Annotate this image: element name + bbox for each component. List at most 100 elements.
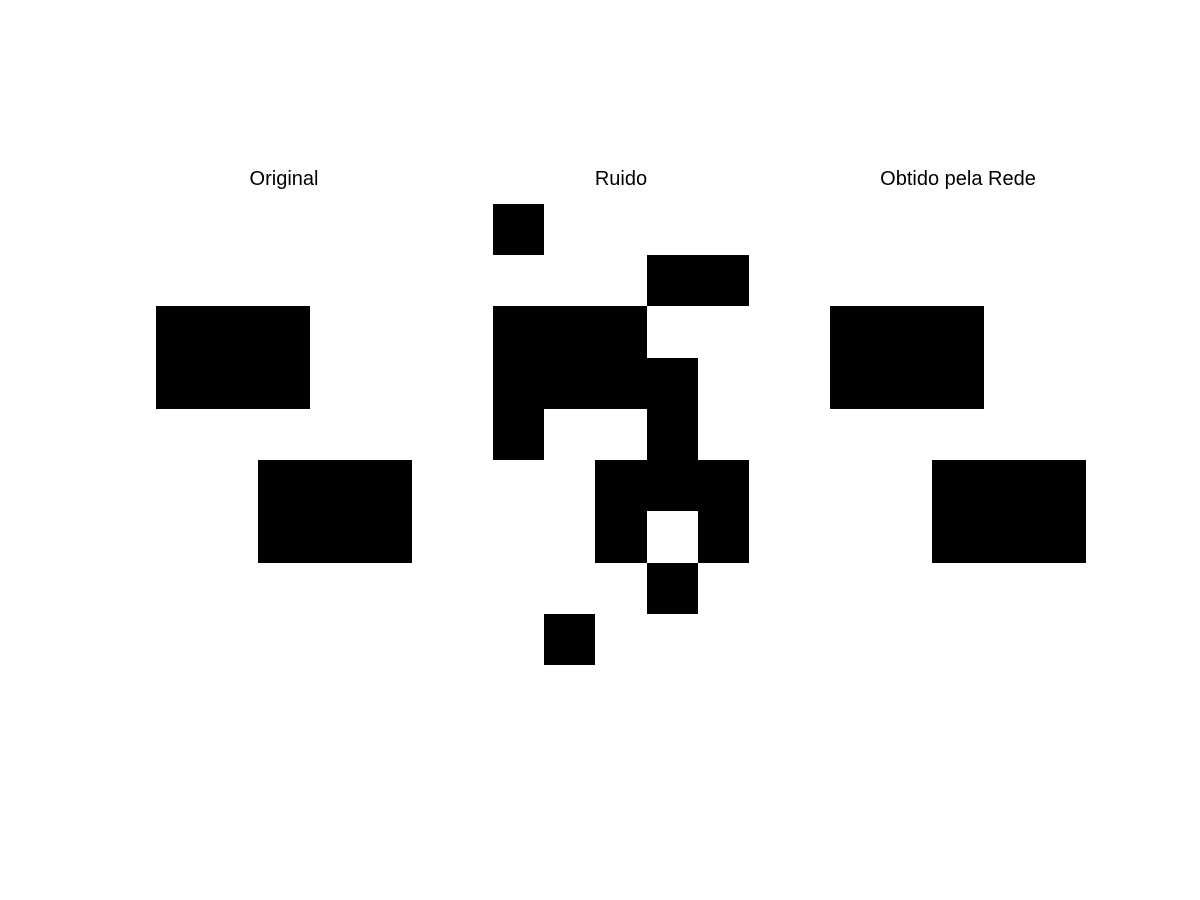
pixel-off: [881, 562, 933, 614]
pixel-off: [983, 306, 1035, 358]
pixel-off: [207, 511, 259, 563]
pixel-off: [932, 204, 984, 256]
pixel-off: [360, 408, 412, 461]
pixel-off: [646, 613, 698, 665]
pixel-off: [697, 613, 749, 665]
pixel-on: [697, 511, 749, 563]
pixel-on: [983, 511, 1035, 563]
pixel-off: [493, 562, 545, 614]
pixel-off: [983, 613, 1035, 665]
panel-title-noisy: Ruido: [594, 168, 648, 190]
pixel-off: [309, 306, 361, 358]
pixel-grid-network-output: [830, 204, 1086, 665]
pixel-off: [983, 562, 1035, 614]
pixel-on: [493, 408, 545, 461]
pixel-off: [830, 204, 882, 256]
pixel-off: [207, 613, 259, 665]
pixel-off: [932, 562, 984, 614]
pixel-off: [983, 408, 1035, 461]
pixel-on: [156, 306, 208, 358]
pixel-off: [1034, 408, 1086, 461]
pixel-off: [360, 306, 412, 358]
pixel-off: [258, 613, 310, 665]
pixel-on: [595, 511, 647, 563]
pixel-off: [697, 357, 749, 409]
pixel-off: [881, 255, 933, 307]
pixel-on: [493, 204, 545, 256]
pixel-on: [207, 306, 259, 358]
pixel-off: [544, 255, 596, 307]
pixel-off: [258, 562, 310, 614]
pixel-off: [595, 408, 647, 461]
pixel-off: [544, 562, 596, 614]
pixel-off: [595, 562, 647, 614]
pixel-on: [697, 255, 749, 307]
pixel-off: [258, 204, 310, 256]
pixel-on: [932, 460, 984, 512]
pixel-off: [544, 408, 596, 461]
pixel-off: [258, 255, 310, 307]
pixel-on: [646, 255, 698, 307]
pixel-off: [493, 460, 545, 512]
pixel-off: [156, 204, 208, 256]
pixel-off: [932, 613, 984, 665]
pixel-on: [1034, 511, 1086, 563]
pixel-on: [156, 357, 208, 409]
pixel-on: [646, 408, 698, 461]
pixel-off: [830, 613, 882, 665]
pixel-off: [207, 408, 259, 461]
pixel-on: [881, 306, 933, 358]
pixel-off: [360, 357, 412, 409]
pixel-off: [1034, 204, 1086, 256]
panel-original: Original: [156, 168, 412, 665]
pixel-on: [983, 460, 1035, 512]
pixel-off: [595, 613, 647, 665]
pixel-on: [646, 562, 698, 614]
pixel-on: [493, 306, 545, 358]
pixel-on: [258, 460, 310, 512]
pixel-off: [156, 613, 208, 665]
pixel-on: [830, 306, 882, 358]
pixel-off: [697, 306, 749, 358]
pixel-off: [207, 562, 259, 614]
pixel-off: [156, 562, 208, 614]
pixel-on: [309, 460, 361, 512]
pixel-off: [1034, 306, 1086, 358]
pixel-grid-original: [156, 204, 412, 665]
pixel-on: [258, 306, 310, 358]
pixel-on: [207, 357, 259, 409]
pixel-off: [983, 357, 1035, 409]
pixel-off: [207, 204, 259, 256]
pixel-off: [646, 204, 698, 256]
panel-title-original: Original: [249, 168, 319, 190]
pixel-off: [544, 460, 596, 512]
pixel-off: [595, 204, 647, 256]
pixel-on: [360, 511, 412, 563]
pixel-off: [1034, 613, 1086, 665]
pixel-on: [646, 460, 698, 512]
pixel-off: [697, 204, 749, 256]
pixel-off: [207, 255, 259, 307]
pixel-off: [646, 306, 698, 358]
pixel-off: [595, 255, 647, 307]
pixel-on: [544, 306, 596, 358]
pixel-off: [156, 460, 208, 512]
pixel-off: [493, 255, 545, 307]
pixel-on: [595, 357, 647, 409]
pixel-off: [1034, 562, 1086, 614]
pixel-on: [493, 357, 545, 409]
pixel-on: [258, 511, 310, 563]
pixel-on: [360, 460, 412, 512]
pixel-off: [309, 204, 361, 256]
pixel-off: [309, 613, 361, 665]
pixel-off: [360, 204, 412, 256]
pixel-off: [156, 408, 208, 461]
pixel-on: [595, 460, 647, 512]
pixel-off: [309, 562, 361, 614]
panel-title-network-output: Obtido pela Rede: [880, 168, 1036, 190]
pixel-off: [830, 255, 882, 307]
pixel-off: [697, 562, 749, 614]
panel-network-output: Obtido pela Rede: [830, 168, 1086, 665]
pixel-on: [309, 511, 361, 563]
pixel-on: [1034, 460, 1086, 512]
